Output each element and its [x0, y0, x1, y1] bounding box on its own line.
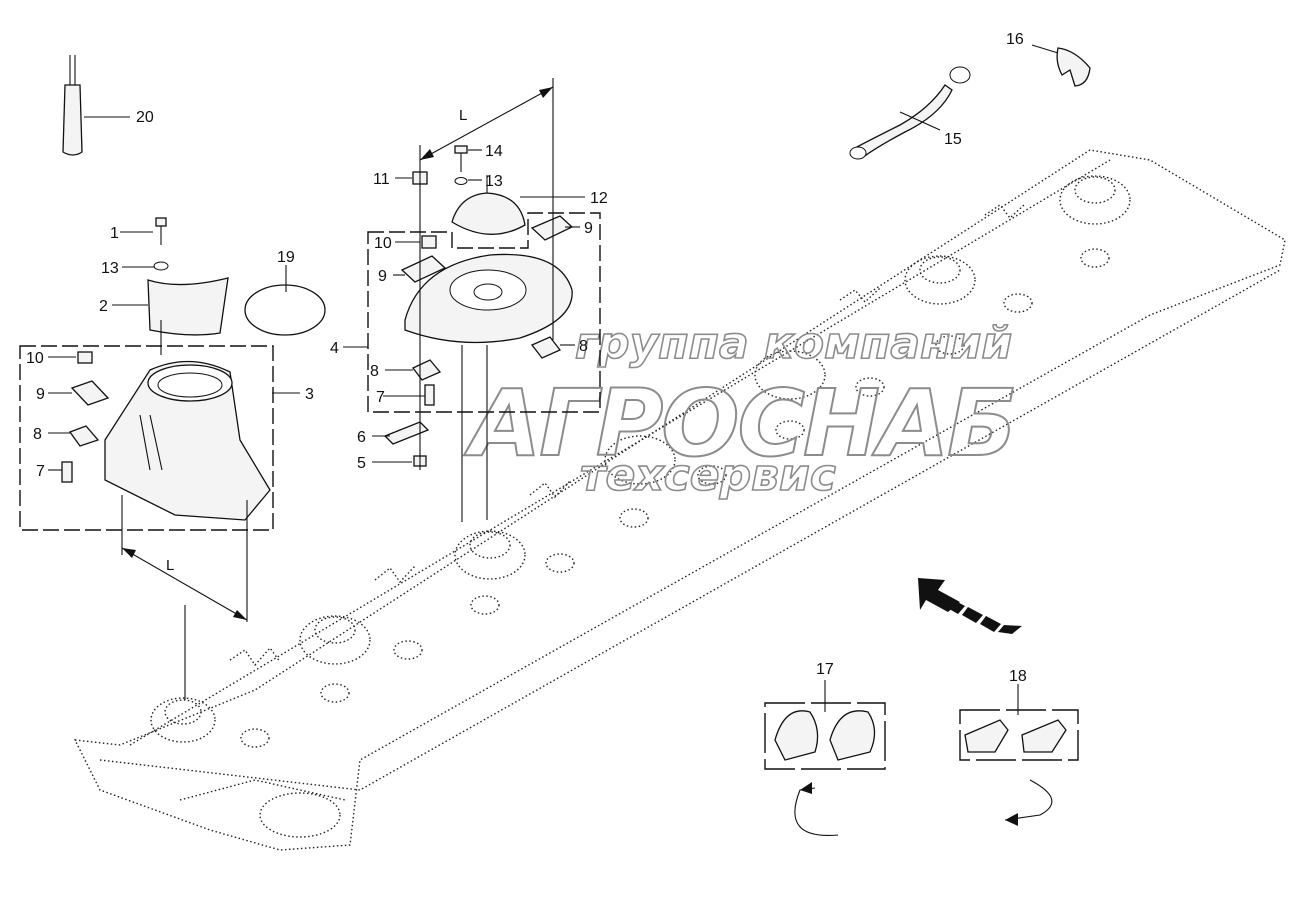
- callout-18: 18: [1009, 668, 1027, 685]
- dimension-left-label: L: [166, 557, 174, 574]
- middle-assembly-box: [367, 212, 601, 413]
- bolt-left: [153, 217, 169, 271]
- plate-mid-8a: [412, 359, 442, 381]
- callout-3: 3: [305, 386, 314, 403]
- watermark-line3: техсервис: [580, 450, 836, 501]
- callout-16: 16: [1006, 31, 1024, 48]
- callout-10b: 10: [374, 235, 392, 252]
- shield-plate: [147, 277, 229, 336]
- callout-8a: 8: [33, 426, 42, 443]
- callout-11: 11: [373, 171, 390, 188]
- plate-mid-9a: [400, 255, 447, 283]
- dimension-top: [419, 78, 554, 522]
- rotor-disc: [404, 253, 573, 344]
- ring-spanner: [849, 66, 971, 160]
- callout-10a: 10: [26, 350, 44, 367]
- grease-tool: [62, 55, 83, 156]
- knife-set-18: [959, 709, 1079, 826]
- callout-7a: 7: [36, 463, 45, 480]
- bolt-mid-7: [424, 384, 435, 406]
- dimension-top-label: L: [459, 107, 467, 124]
- nut-left: [77, 351, 93, 364]
- dimension-left: [121, 320, 248, 700]
- direction-arrow: [918, 578, 1022, 634]
- callout-17: 17: [816, 661, 834, 678]
- callout-14: 14: [485, 143, 503, 160]
- callout-13a: 13: [101, 260, 119, 277]
- callout-12: 12: [590, 190, 608, 207]
- callout-9c: 9: [584, 220, 593, 237]
- callout-8b: 8: [370, 363, 379, 380]
- callout-1: 1: [110, 225, 119, 242]
- callout-20: 20: [136, 109, 154, 126]
- plate-mid-8b: [530, 336, 562, 359]
- watermark-line1: группа компаний: [575, 318, 1012, 369]
- callout-labels: 20 1 13 2 19 3 10 9 8 7 4 10 9 8 7 6 5 1…: [26, 31, 1027, 685]
- watermark-line2: АГРОСНАБ: [464, 370, 1015, 477]
- dome-cap: [451, 175, 526, 235]
- bolt-left-7: [61, 461, 73, 483]
- callout-8c: 8: [579, 338, 588, 355]
- callout-7b: 7: [376, 389, 385, 406]
- plate-left-8: [68, 425, 100, 447]
- callout-2: 2: [99, 298, 108, 315]
- open-spanner: [1056, 47, 1091, 87]
- leader-lines: [48, 44, 1059, 715]
- left-assembly-box: [19, 345, 274, 531]
- cutter-bar: [73, 149, 1286, 851]
- plate-mid-9b: [530, 215, 574, 241]
- knife-blade: [383, 421, 430, 445]
- callout-13b: 13: [485, 173, 503, 190]
- callout-19: 19: [277, 249, 295, 266]
- watermark: группа компаний АГРОСНАБ техсервис: [463, 317, 1018, 502]
- callout-4: 4: [330, 340, 339, 357]
- callout-15: 15: [944, 131, 962, 148]
- conical-housing: [104, 360, 271, 521]
- bolt-mid-14: [454, 145, 468, 185]
- callout-9a: 9: [36, 386, 45, 403]
- cover-disc: [244, 284, 326, 336]
- knife-set-17: [764, 702, 886, 836]
- plate-left-9: [70, 380, 110, 406]
- callout-9b: 9: [378, 268, 387, 285]
- callout-5: 5: [357, 455, 366, 472]
- callout-6: 6: [357, 429, 366, 446]
- nut-mid-10: [421, 235, 437, 249]
